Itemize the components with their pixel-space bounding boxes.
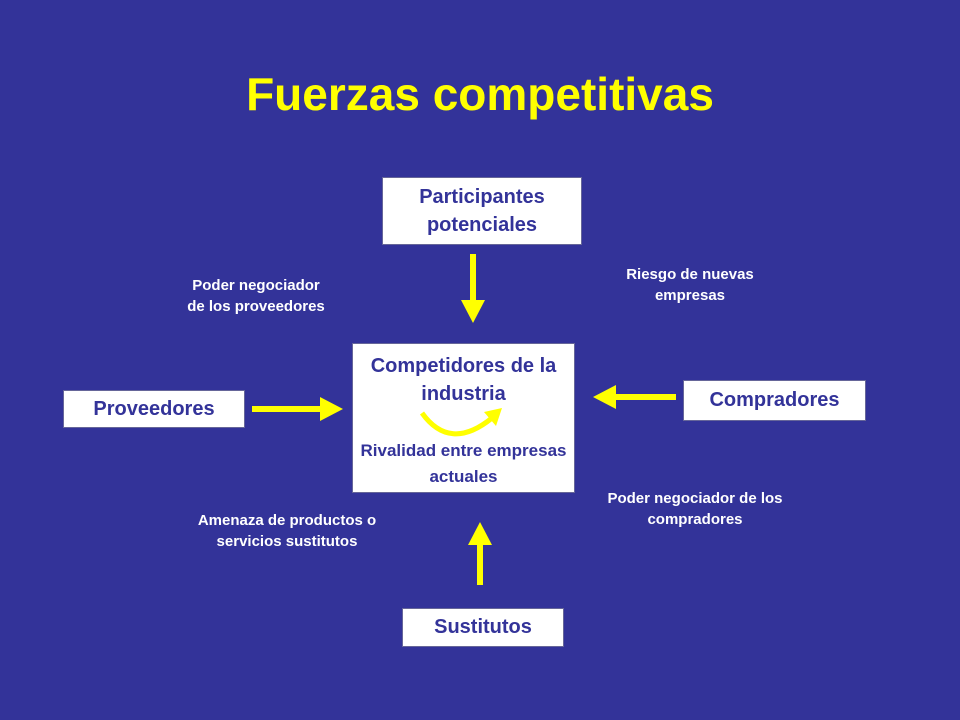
compradores-box: Compradores xyxy=(683,380,866,421)
sustitutos-box: Sustitutos xyxy=(402,608,564,647)
competidores-industria-box: Competidores de la industria Rivalidad e… xyxy=(352,343,575,493)
page-title: Fuerzas competitivas xyxy=(246,68,714,120)
riesgo-nuevas-label: Riesgo de nuevas empresas xyxy=(626,266,754,304)
participantes-potenciales-box: Participantes potenciales xyxy=(382,177,582,245)
proveedores-box: Proveedores xyxy=(63,390,245,428)
arrow-right-icon xyxy=(252,397,343,421)
participantes-potenciales-label: Participantes potenciales xyxy=(419,186,545,236)
poder-proveedores-label: Poder negociador de los proveedores xyxy=(187,277,325,315)
proveedores-label: Proveedores xyxy=(93,397,215,420)
curved-arrow-icon xyxy=(419,408,502,437)
sustitutos-label: Sustitutos xyxy=(434,616,532,638)
amenaza-sustitutos-label: Amenaza de productos o servicios sustitu… xyxy=(197,512,377,550)
arrow-left-icon xyxy=(593,385,676,409)
arrow-up-icon xyxy=(468,522,492,585)
poder-compradores-label: Poder negociador de los compradores xyxy=(607,490,783,528)
rivalidad-label: Rivalidad entre empresas actuales xyxy=(360,441,567,486)
compradores-label: Compradores xyxy=(709,389,840,411)
arrow-down-icon xyxy=(461,254,485,323)
competidores-industria-label: Competidores de la industria xyxy=(370,355,557,405)
